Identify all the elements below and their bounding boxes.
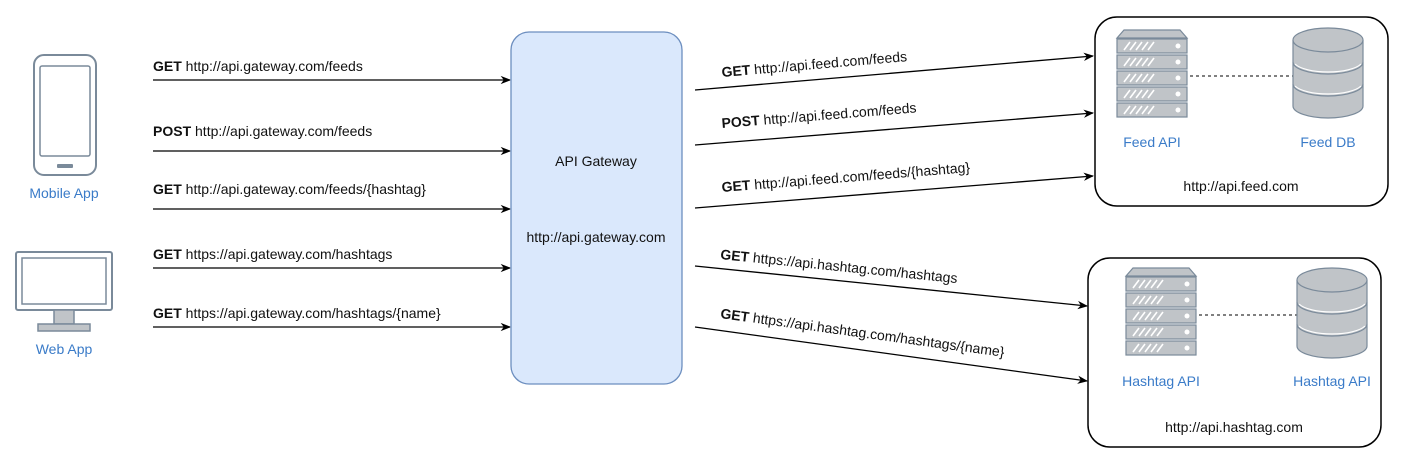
outgoing-path: http://api.feed.com/feeds/{hashtag} [754, 159, 971, 192]
hashtag-api-label: Hashtag API [1122, 373, 1200, 389]
hashtag-service-box: Hashtag API Hashtag API http://api.hasht… [1087, 257, 1382, 448]
gateway-title: API Gateway [555, 153, 637, 169]
mobile-app-label: Mobile App [29, 185, 98, 201]
outgoing-method: GET [720, 246, 751, 265]
hashtag-service-url: http://api.hashtag.com [1165, 419, 1303, 435]
incoming-method: POST [153, 123, 192, 139]
incoming-path: http://api.gateway.com/feeds/{hashtag} [186, 181, 427, 197]
svg-text:GET http://api.gateway.com/fee: GET http://api.gateway.com/feeds [153, 58, 363, 74]
incoming-request-4: GET https://api.gateway.com/hashtags [153, 246, 512, 273]
outgoing-path: http://api.feed.com/feeds [753, 48, 907, 77]
outgoing-method: GET [721, 177, 751, 195]
outgoing-method: POST [721, 112, 761, 131]
svg-text:GET http://api.feed.com/feeds/: GET http://api.feed.com/feeds/{hashtag} [721, 159, 971, 195]
mobile-phone-icon [33, 54, 97, 176]
svg-text:GET https://api.gateway.com/ha: GET https://api.gateway.com/hashtags/{na… [153, 305, 441, 321]
outgoing-method: GET [721, 62, 751, 80]
incoming-request-3: GET http://api.gateway.com/feeds/{hashta… [153, 181, 512, 214]
feed-api-label: Feed API [1123, 134, 1181, 150]
svg-text:GET http://api.feed.com/feeds: GET http://api.feed.com/feeds [721, 48, 908, 80]
server-icon [1115, 29, 1189, 118]
incoming-request-1: GET http://api.gateway.com/feeds [153, 58, 512, 85]
server-icon [1124, 267, 1198, 356]
gateway-url: http://api.gateway.com [526, 229, 665, 245]
feed-service-box: Feed API Feed DB http://api.feed.com [1094, 16, 1389, 207]
svg-text:POST http://api.feed.com/feeds: POST http://api.feed.com/feeds [721, 99, 917, 131]
svg-text:GET https://api.hashtag.com/ha: GET https://api.hashtag.com/hashtags/{na… [720, 305, 1006, 360]
outgoing-request-4: GET https://api.hashtag.com/hashtags [694, 246, 1089, 310]
incoming-request-5: GET https://api.gateway.com/hashtags/{na… [153, 305, 512, 332]
feed-service-url: http://api.feed.com [1183, 178, 1298, 194]
web-app-label: Web App [36, 341, 93, 357]
incoming-path: http://api.gateway.com/feeds [186, 58, 363, 74]
incoming-path: https://api.gateway.com/hashtags/{name} [186, 305, 441, 321]
incoming-method: GET [153, 305, 182, 321]
incoming-method: GET [153, 246, 182, 262]
outgoing-method: GET [720, 305, 751, 325]
incoming-path: http://api.gateway.com/feeds [195, 123, 372, 139]
incoming-path: https://api.gateway.com/hashtags [186, 246, 393, 262]
feed-db-label: Feed DB [1300, 134, 1355, 150]
outgoing-request-2: POST http://api.feed.com/feeds [694, 99, 1095, 146]
svg-text:GET http://api.gateway.com/fee: GET http://api.gateway.com/feeds/{hashta… [153, 181, 426, 197]
incoming-method: GET [153, 181, 182, 197]
svg-text:POST http://api.gateway.com/fe: POST http://api.gateway.com/feeds [153, 123, 372, 139]
outgoing-request-5: GET https://api.hashtag.com/hashtags/{na… [694, 305, 1089, 384]
api-gateway-box: API Gateway http://api.gateway.com [510, 31, 683, 385]
outgoing-path: https://api.hashtag.com/hashtags [752, 249, 958, 286]
incoming-method: GET [153, 58, 182, 74]
database-icon [1296, 267, 1368, 359]
hashtag-db-label: Hashtag API [1293, 373, 1371, 389]
outgoing-request-1: GET http://api.feed.com/feeds [694, 48, 1095, 91]
database-icon [1292, 27, 1364, 119]
outgoing-request-3: GET http://api.feed.com/feeds/{hashtag} [694, 159, 1095, 209]
outgoing-path: http://api.feed.com/feeds [763, 99, 917, 127]
incoming-request-2: POST http://api.gateway.com/feeds [153, 123, 512, 156]
svg-text:GET https://api.gateway.com/ha: GET https://api.gateway.com/hashtags [153, 246, 392, 262]
desktop-monitor-icon [15, 251, 113, 332]
